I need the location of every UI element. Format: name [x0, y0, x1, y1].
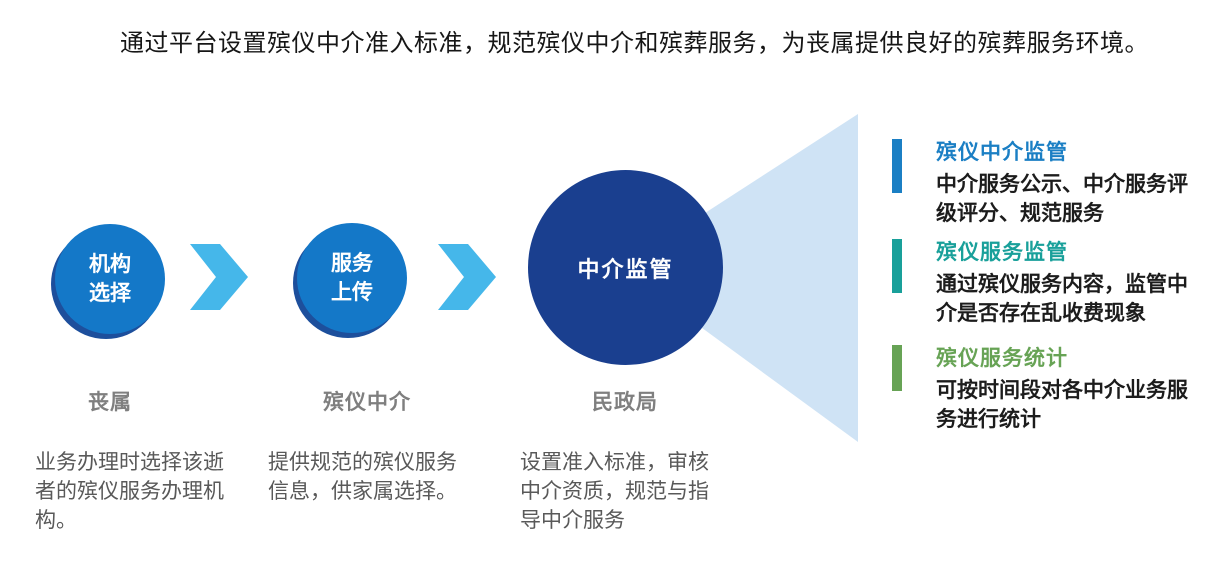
step2-circle-line2: 上传 — [331, 280, 373, 304]
step1-label: 丧属 — [88, 390, 132, 414]
step1-circle-line2: 选择 — [89, 281, 131, 305]
funnel-shape — [620, 114, 858, 442]
panel-item-title: 殡仪中介监管 — [936, 140, 1068, 164]
chevron-right-icon — [438, 244, 496, 310]
supervision-panel: 殡仪中介监管 中介服务公示、中介服务评级评分、规范服务 殡仪服务监管 通过殡仪服… — [892, 136, 1224, 434]
step2-description: 提供规范的殡仪服务信息，供家属选择。 — [268, 450, 457, 503]
panel-item-title: 殡仪服务统计 — [936, 346, 1068, 370]
step1-circle: 机构 选择 — [55, 224, 165, 334]
panel-item-service-supervision: 殡仪服务监管 通过殡仪服务内容，监管中介是否存在乱收费现象 — [892, 236, 1224, 328]
panel-item-service-statistics: 殡仪服务统计 可按时间段对各中介业务服务进行统计 — [892, 342, 1224, 434]
intro-paragraph: 通过平台设置殡仪中介准入标准，规范殡仪中介和殡葬服务，为丧属提供良好的殡葬服务环… — [120, 29, 1149, 57]
panel-item-bar — [892, 345, 902, 391]
panel-item-title: 殡仪服务监管 — [936, 240, 1068, 264]
step3-description: 设置准入标准，审核中介资质，规范与指导中介服务 — [520, 450, 709, 532]
panel-item-body: 中介服务公示、中介服务评级评分、规范服务 — [936, 172, 1188, 225]
step1-description: 业务办理时选择该逝者的殡仪服务办理机构。 — [35, 450, 224, 532]
step3-label: 民政局 — [592, 390, 658, 414]
panel-item-bar — [892, 139, 902, 193]
panel-item-body: 通过殡仪服务内容，监管中介是否存在乱收费现象 — [936, 272, 1188, 325]
panel-item-body: 可按时间段对各中介业务服务进行统计 — [936, 378, 1188, 431]
step3-circle-text: 中介监管 — [577, 257, 674, 283]
chevron-right-icon — [190, 244, 248, 310]
step1-circle-line1: 机构 — [89, 252, 131, 276]
step2-circle: 服务 上传 — [297, 223, 407, 333]
step3-circle: 中介监管 — [528, 170, 723, 365]
step2-circle-line1: 服务 — [331, 251, 373, 275]
panel-item-intermediary-supervision: 殡仪中介监管 中介服务公示、中介服务评级评分、规范服务 — [892, 136, 1224, 228]
panel-item-bar — [892, 239, 902, 293]
step2-label: 殡仪中介 — [323, 390, 411, 414]
